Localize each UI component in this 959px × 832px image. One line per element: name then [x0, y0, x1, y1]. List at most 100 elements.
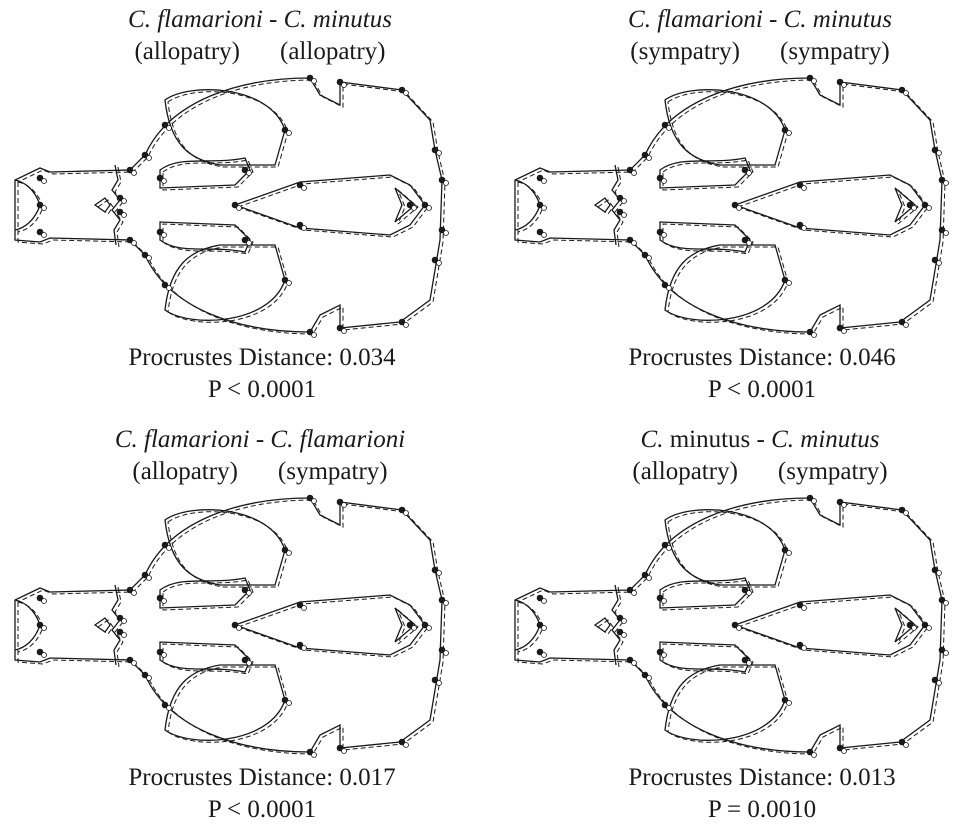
landmark-open-12 [161, 652, 167, 658]
outline-solid-4 [159, 641, 251, 673]
landmark-open-19 [301, 225, 307, 231]
landmark-open-19 [801, 225, 807, 231]
landmark-open-3 [631, 590, 637, 596]
panel-conditions: (allopatry)(sympatry) [0, 458, 525, 486]
landmark-open-0 [41, 598, 47, 604]
landmark-open-10 [166, 285, 172, 291]
landmark-open-24 [403, 510, 409, 516]
landmark-open-8 [646, 255, 652, 261]
outline-solid-6 [394, 607, 417, 643]
landmark-open-7 [646, 155, 652, 161]
outline-dashed-6 [397, 189, 419, 225]
outline-solid-7 [14, 599, 41, 651]
landmark-open-28 [411, 625, 417, 631]
outline-solid-8 [611, 584, 621, 666]
species-b-label: C. minutus [283, 6, 392, 33]
landmark-open-9 [666, 545, 672, 551]
landmark-open-20 [311, 498, 317, 504]
landmark-open-4 [131, 240, 137, 246]
landmark-open-5 [621, 198, 627, 204]
skull-outline-diagram [14, 494, 449, 758]
outline-dashed-0 [517, 79, 946, 335]
outline-solid-0 [14, 497, 443, 753]
outline-solid-1 [164, 509, 286, 586]
landmark-open-16 [286, 550, 292, 556]
landmark-open-20 [811, 78, 817, 84]
procrustes-distance-label: Procrustes Distance: 0.013 [628, 764, 896, 791]
landmark-open-24 [403, 90, 409, 96]
panel-title: C. flamarioni - C. minutus [495, 6, 959, 34]
landmark-open-12 [161, 232, 167, 238]
landmark-open-30 [443, 600, 449, 606]
outline-solid-9 [593, 197, 611, 213]
landmark-open-27 [436, 260, 442, 266]
landmark-open-8 [146, 675, 152, 681]
outline-dashed-2 [667, 666, 789, 743]
species-a-label: C. flamarioni [114, 426, 250, 453]
landmark-open-6 [121, 632, 127, 638]
condition-b-label: (sympatry) [780, 38, 890, 65]
landmark-open-18 [301, 185, 307, 191]
outline-solid-5 [233, 594, 426, 656]
condition-a-label: (sympatry) [630, 38, 740, 65]
outline-dashed-6 [897, 189, 919, 225]
landmark-open-13 [246, 170, 252, 176]
outline-dashed-5 [236, 176, 429, 238]
landmark-open-25 [403, 742, 409, 748]
landmark-open-13 [746, 590, 752, 596]
landmark-open-14 [746, 660, 752, 666]
landmark-open-22 [841, 502, 847, 508]
landmark-open-4 [631, 660, 637, 666]
landmark-open-27 [436, 680, 442, 686]
outline-dashed-9 [97, 199, 114, 215]
landmark-open-7 [646, 575, 652, 581]
landmark-open-27 [936, 680, 942, 686]
landmark-open-0 [541, 178, 547, 184]
landmark-open-28 [411, 205, 417, 211]
species-b-label: C. minutus [783, 6, 892, 33]
outline-dashed-4 [662, 223, 754, 255]
outline-solid-5 [733, 594, 926, 656]
outline-dashed-1 [167, 91, 289, 168]
condition-a-label: (allopatry) [134, 38, 240, 65]
landmark-open-1 [541, 232, 547, 238]
landmark-open-7 [146, 155, 152, 161]
landmark-open-5 [621, 618, 627, 624]
landmark-open-6 [621, 632, 627, 638]
outline-solid-2 [164, 664, 286, 741]
outline-dashed-0 [17, 499, 446, 755]
landmark-open-26 [436, 570, 442, 576]
outline-solid-8 [111, 584, 121, 666]
outline-dashed-9 [597, 199, 614, 215]
landmark-open-25 [903, 742, 909, 748]
landmark-open-19 [301, 645, 307, 651]
outline-dashed-4 [662, 643, 754, 675]
skull-outline-group [514, 74, 949, 338]
landmark-open-2 [41, 205, 47, 211]
landmark-open-2 [541, 205, 547, 211]
landmark-open-17 [286, 700, 292, 706]
landmark-open-31 [943, 650, 949, 656]
outline-solid-8 [611, 164, 621, 246]
landmark-open-3 [131, 590, 137, 596]
landmark-open-1 [541, 652, 547, 658]
landmark-open-10 [666, 285, 672, 291]
outline-dashed-1 [667, 91, 789, 168]
landmark-open-26 [436, 150, 442, 156]
landmark-open-9 [166, 545, 172, 551]
landmark-open-14 [746, 240, 752, 246]
outline-solid-7 [14, 179, 41, 231]
landmark-open-4 [631, 240, 637, 246]
p-value-label: P < 0.0001 [207, 796, 317, 823]
skull-outline-diagram [514, 494, 949, 758]
panel-conditions: (sympatry) (sympatry) [495, 38, 959, 66]
outline-solid-6 [394, 187, 417, 223]
outline-solid-0 [14, 77, 443, 333]
landmark-open-4 [131, 660, 137, 666]
landmark-open-3 [631, 170, 637, 176]
landmark-open-1 [41, 652, 47, 658]
landmark-open-0 [41, 178, 47, 184]
landmark-open-10 [666, 705, 672, 711]
landmark-open-6 [121, 212, 127, 218]
landmark-open-16 [286, 130, 292, 136]
